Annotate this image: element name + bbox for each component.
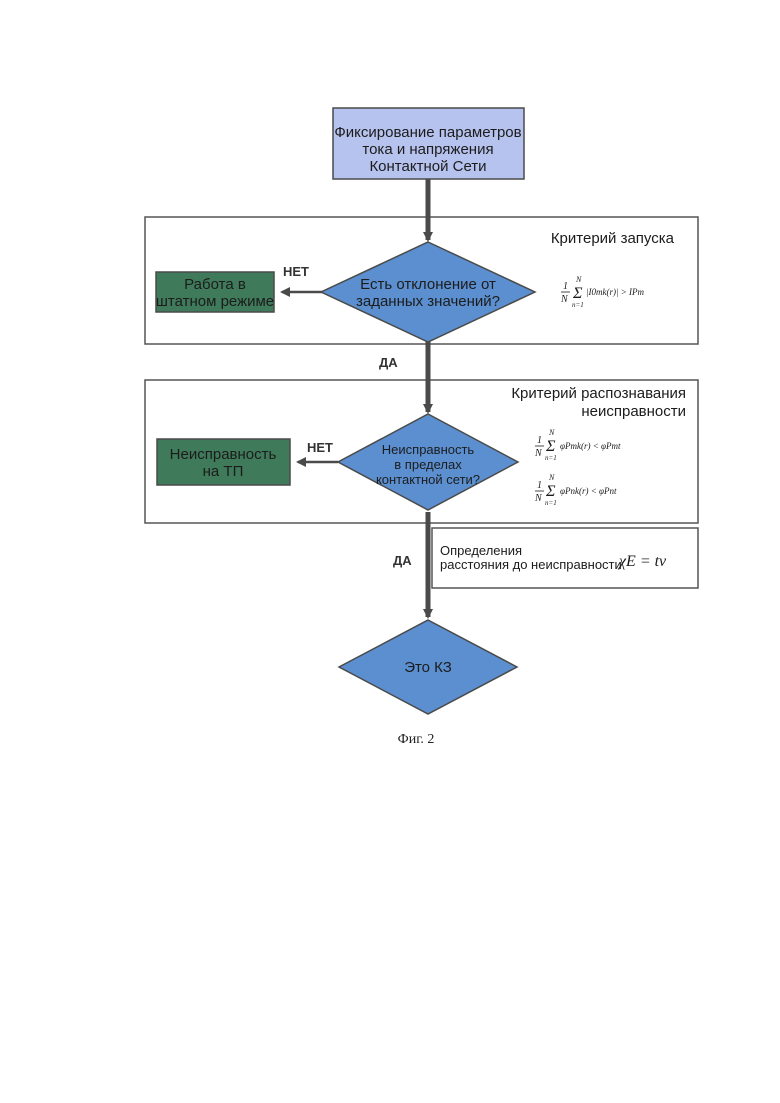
svg-text:1: 1 [537, 480, 542, 491]
svg-text:N: N [548, 428, 555, 437]
start-box-line-2: тока и напряжения [362, 141, 493, 158]
svg-text:n=1: n=1 [572, 301, 584, 309]
svg-text:N: N [534, 493, 543, 504]
svg-text:1: 1 [537, 435, 542, 446]
decision-deviation-line-1: Есть отклонение от [360, 276, 496, 293]
svg-text:N: N [534, 448, 543, 459]
short-circuit-label: Это КЗ [404, 659, 452, 676]
distance-formula: χE = tν [617, 553, 667, 570]
no-label-1: НЕТ [283, 264, 309, 279]
svg-text:|I0mk(r)| > IPт: |I0mk(r)| > IPт [586, 287, 645, 297]
distance-line-2: расстояния до неисправности [440, 557, 622, 572]
figure-caption: Фиг. 2 [398, 732, 435, 747]
no-label-2: НЕТ [307, 440, 333, 455]
launch-formula: 1 N N Σ n=1 |I0mk(r)| > IPт [560, 275, 645, 309]
svg-text:Σ: Σ [572, 285, 583, 302]
svg-text:φPmk(r) < φPmt: φPmk(r) < φPmt [560, 441, 621, 451]
svg-text:Σ: Σ [545, 438, 556, 455]
decision-fault-line-1: Неисправность [382, 442, 475, 457]
recognition-title-line-1: Критерий распознавания [511, 385, 686, 402]
decision-fault-line-3: контактной сети? [376, 472, 480, 487]
decision-deviation-line-2: заданных значений? [356, 293, 500, 310]
svg-text:n=1: n=1 [545, 499, 557, 507]
recognition-formula-1: 1 N N Σ n=1 φPmk(r) < φPmt [534, 428, 621, 462]
yes-label-2: ДА [393, 553, 412, 568]
svg-text:N: N [560, 294, 569, 305]
svg-text:N: N [548, 473, 555, 482]
svg-text:φPnk(r) < φPnt: φPnk(r) < φPnt [560, 486, 617, 496]
svg-text:Σ: Σ [545, 483, 556, 500]
svg-text:1: 1 [563, 281, 568, 292]
recognition-formula-2: 1 N N Σ n=1 φPnk(r) < φPnt [534, 473, 617, 507]
normal-mode-line-1: Работа в [184, 276, 246, 293]
start-box-line-3: Контактной Сети [369, 158, 486, 175]
launch-criterion-title: Критерий запуска [551, 230, 675, 247]
yes-label-1: ДА [379, 355, 398, 370]
svg-text:n=1: n=1 [545, 454, 557, 462]
fault-substation-line-1: Неисправность [170, 446, 277, 463]
fault-substation-line-2: на ТП [203, 463, 244, 480]
svg-text:N: N [575, 275, 582, 284]
decision-fault-line-2: в пределах [394, 457, 462, 472]
normal-mode-line-2: штатном режиме [156, 293, 274, 310]
start-box-line-1: Фиксирование параметров [334, 124, 521, 141]
recognition-title-line-2: неисправности [581, 403, 686, 420]
distance-line-1: Определения [440, 543, 522, 558]
